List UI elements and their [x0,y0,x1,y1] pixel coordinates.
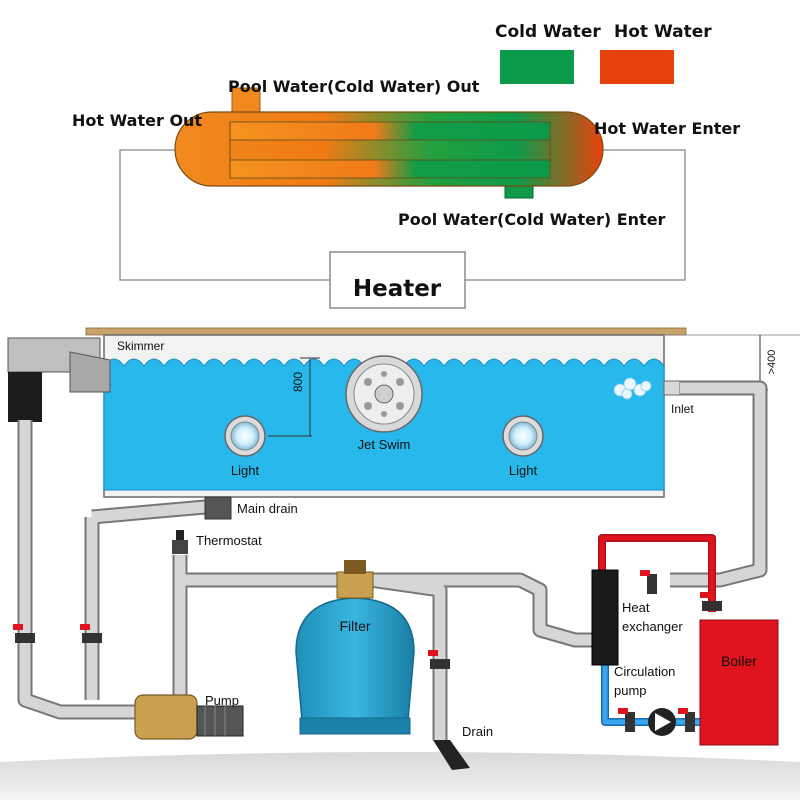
valve-2 [82,633,102,643]
loop-line-left [119,149,330,281]
valve-4 [647,574,657,594]
pool: 800 >400 Skimmer Jet Swim Light [7,327,800,498]
legend: Cold Water Hot Water [495,22,712,84]
heat-exchanger-top: Pool Water(Cold Water) Out Hot Water Out… [72,77,740,309]
heater-label: Heater [353,276,442,302]
drain-outlet [433,740,470,770]
inner-tube-top [229,121,551,141]
skimmer-mouth [69,351,111,393]
valve-handle-6 [618,708,628,714]
light-left [224,415,266,457]
legend-hot-label: Hot Water [614,22,712,42]
heat-exchanger-label-1: Heat [622,600,650,615]
lower-heat-exchanger [591,569,619,666]
main-drain [204,496,232,520]
valve-handle-1 [13,624,23,630]
jet-swim [345,355,423,433]
hot-out-label: Hot Water Out [72,111,202,130]
legend-cold-label: Cold Water [495,22,601,42]
heater-box [329,251,466,309]
valve-handle-2 [80,624,90,630]
inner-tube-bottom [229,159,551,179]
valve-6 [625,712,635,732]
valve-handle-5 [700,592,710,598]
legend-hot-swatch [600,50,674,84]
valves [13,570,722,732]
filter-label: Filter [339,618,370,634]
jet-swim-label: Jet Swim [358,437,411,452]
main-drain-label: Main drain [237,501,298,516]
circulation-pump [648,708,676,736]
loop-line-right [465,149,686,281]
thermostat-label: Thermostat [196,533,262,548]
pump-label: Pump [205,693,239,708]
legend-cold-swatch [500,50,574,84]
inlet-label: Inlet [671,402,694,416]
valve-3 [430,659,450,669]
valve-handle-7 [678,708,688,714]
inlet-fitting [663,380,681,396]
circulation-label-2: pump [614,683,647,698]
inlet-bubbles [613,377,652,400]
side-depth-label: >400 [766,350,778,375]
pool-out-label: Pool Water(Cold Water) Out [228,77,480,96]
light-right-label: Light [509,463,538,478]
light-left-label: Light [231,463,260,478]
valve-handle-4 [640,570,650,576]
pool-enter-label: Pool Water(Cold Water) Enter [398,210,666,229]
pool-deck [85,327,687,336]
valve-1 [15,633,35,643]
boiler-label: Boiler [721,653,757,669]
depth-label: 800 [291,372,305,392]
thermostat [172,530,188,554]
hot-enter-label: Hot Water Enter [594,119,740,138]
filter [295,560,415,735]
valve-7 [685,712,695,732]
heat-exchanger-label-2: exchanger [622,619,683,634]
skimmer-label: Skimmer [117,339,164,353]
skimmer-basket [8,372,42,422]
pump [134,694,244,740]
light-right [502,415,544,457]
circulation-label-1: Circulation [614,664,675,679]
valve-5 [702,601,722,611]
boiler [699,619,779,746]
ground [0,752,800,800]
drain-label: Drain [462,724,493,739]
valve-handle-3 [428,650,438,656]
